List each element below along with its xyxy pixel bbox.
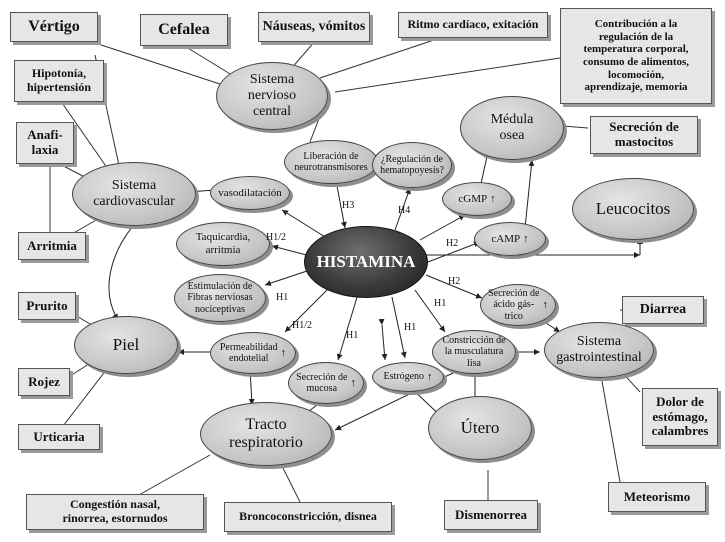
box-broncoconstriccion: Broncoconstricción, disnea (224, 502, 392, 532)
label-h1-estrogeno: H1 (404, 322, 417, 333)
organ-medula: Médula osea (460, 96, 564, 160)
label-h1-2-top: H1/2 (266, 232, 286, 243)
effect-permeabilidad: Permeabilidad endotelial↑ (210, 332, 296, 374)
label-h1-mucosa: H1 (346, 330, 359, 341)
organ-tracto: Tracto respiratorio (200, 402, 332, 466)
effect-mucosa: Secreción de mucosa↑ (288, 362, 364, 404)
label-h3: H3 (342, 200, 355, 211)
arrow-up-icon: ↑ (280, 346, 287, 359)
box-prurito: Prurito (18, 292, 76, 320)
box-cefalea: Cefalea (140, 14, 228, 46)
effect-cgmp: cGMP↑ (442, 182, 512, 216)
box-arritmia: Arritmia (18, 232, 86, 260)
effect-taquicardia: Taquicardia, arritmia (176, 222, 270, 266)
label-h2-acido: H2 (448, 276, 461, 287)
organ-cardio: Sistema cardiovascular (72, 162, 196, 226)
effect-estimulacion: Estimulación de Fibras nerviosas nocicep… (174, 274, 266, 322)
effect-liberacion: Liberación de neurotransmisores (284, 140, 378, 184)
label-h1-2-permeabilidad: H1/2 (292, 320, 312, 331)
label-h2-camp: H2 (446, 238, 459, 249)
box-secrecion-mastocitos: Secreción de mastocitos (590, 116, 698, 154)
arrow-up-icon: ↑ (490, 192, 496, 205)
box-congestion: Congestión nasal, rinorrea, estornudos (26, 494, 204, 530)
organ-snc: Sistema nervioso central (216, 62, 328, 130)
box-vertigo: Vértigo (10, 12, 98, 42)
box-contribucion: Contribución a la regulación de la tempe… (560, 8, 712, 104)
box-ritmo: Ritmo cardíaco, exitación (398, 12, 548, 38)
box-dolor: Dolor de estómago, calambres (642, 388, 718, 446)
organ-utero: Útero (428, 396, 532, 460)
box-dismenorrea: Dismenorrea (444, 500, 538, 530)
organ-gastro: Sistema gastrointestinal (544, 322, 654, 378)
effect-camp: cAMP↑ (474, 222, 546, 256)
hub-histamina: HISTAMINA (304, 226, 428, 298)
box-nauseas: Náuseas, vómitos (258, 12, 370, 42)
effect-constriccion: Constricción de la musculatura lisa (432, 330, 516, 374)
box-meteorismo: Meteorismo (608, 482, 706, 512)
box-hipotonia: Hipotonía, hipertensión (14, 60, 104, 102)
effect-regulacion: ¿Regulación de hematopoyesis? (372, 142, 452, 188)
label-h4: H4 (398, 205, 411, 216)
arrow-up-icon: ↑ (523, 232, 529, 245)
organ-piel: Piel (74, 316, 178, 374)
label-h1-constriccion: H1 (434, 298, 447, 309)
arrow-up-icon: ↑ (350, 376, 356, 389)
box-urticaria: Urticaria (18, 424, 100, 450)
box-diarrea: Diarrea (622, 296, 704, 324)
box-anafilaxia: Anafi- laxia (16, 122, 74, 164)
effect-acido: Secreción de ácido gás- trico↑ (480, 284, 556, 326)
label-h1-estimulacion: H1 (276, 292, 289, 303)
box-rojez: Rojez (18, 368, 70, 396)
effect-vasodilatacion: vasodilatación (210, 176, 290, 210)
organ-leucocitos: Leucocitos (572, 178, 694, 240)
arrow-up-icon: ↑ (427, 370, 433, 383)
effect-estrogeno: Estrógeno↑ (372, 362, 444, 392)
arrow-up-icon: ↑ (542, 298, 548, 311)
